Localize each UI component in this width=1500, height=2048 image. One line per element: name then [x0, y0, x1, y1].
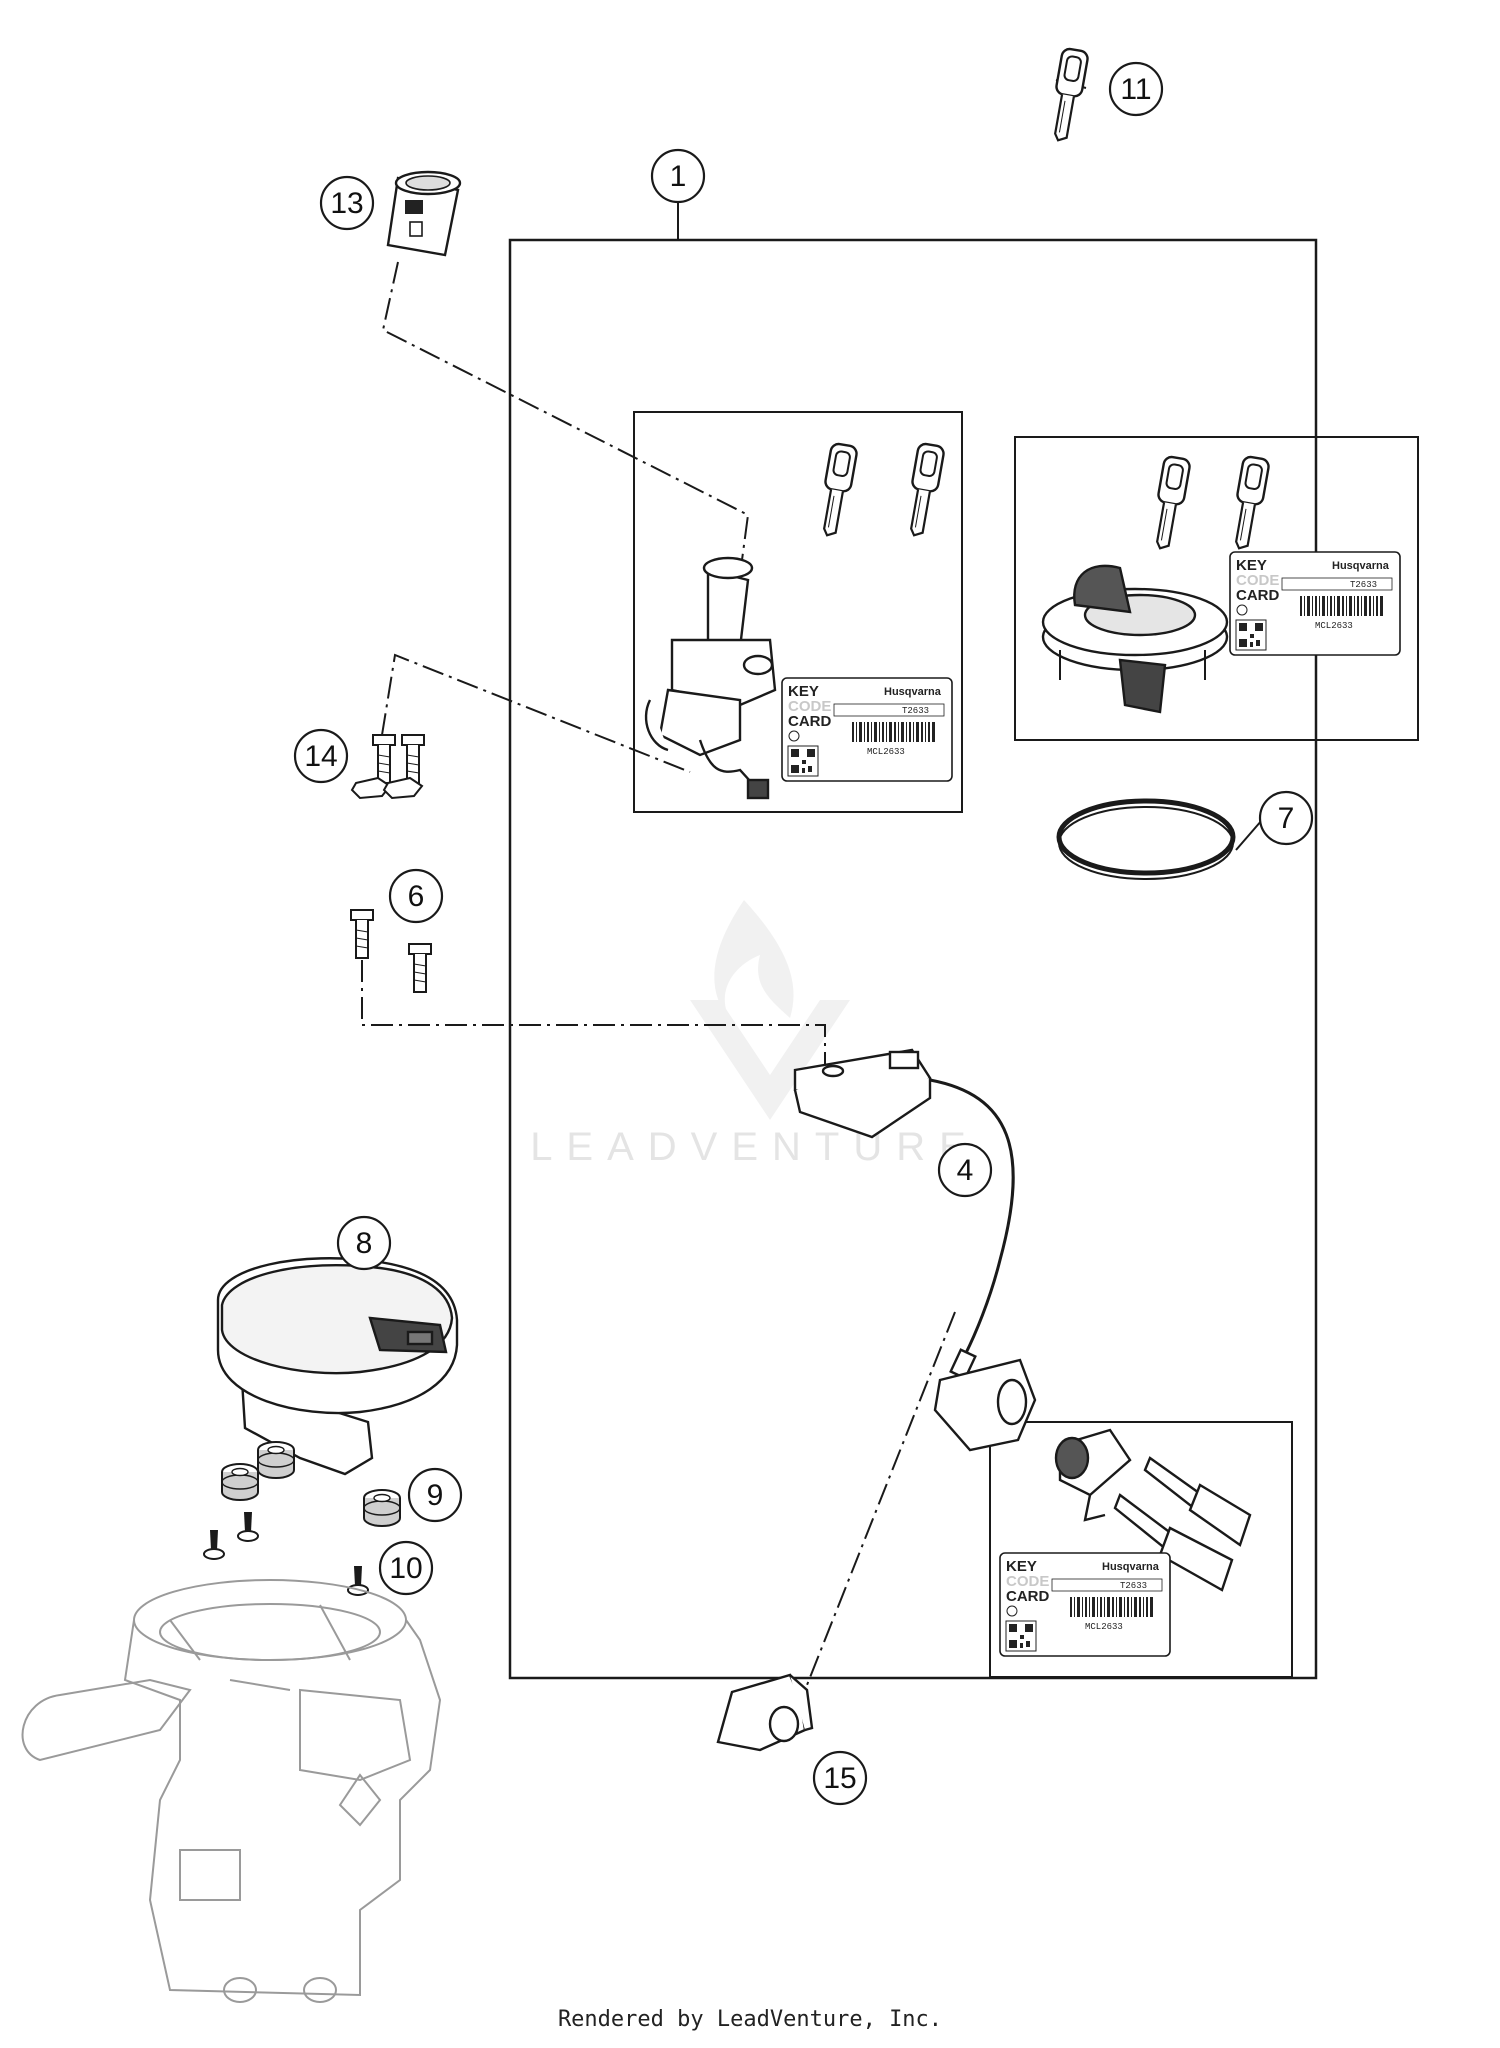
- ignition-lock-icon: [644, 556, 777, 800]
- callout-label: 11: [1120, 73, 1151, 106]
- callout-10: 10: [378, 1540, 434, 1596]
- callout-label: 15: [823, 1762, 856, 1795]
- seal-ring-icon: [1056, 798, 1236, 880]
- callout-label: 14: [304, 740, 337, 773]
- fuel-cap-icon: [1041, 564, 1229, 714]
- callout-13: 13: [319, 175, 375, 231]
- card-code-text: CODE: [1006, 1573, 1049, 1590]
- instrument-bracket-ghost: [21, 1579, 442, 2003]
- card-card-text: CARD: [788, 713, 831, 730]
- callout-label: 8: [356, 1227, 373, 1260]
- leader-7: [1235, 819, 1263, 851]
- watermark: LEADVENTURE: [530, 900, 980, 1169]
- card-code-text: CODE: [788, 698, 831, 715]
- render-credit: Rendered by LeadVenture, Inc.: [557, 2007, 943, 2032]
- seat-lock-cylinder-icon: [1054, 1428, 1132, 1522]
- key-icon: [902, 441, 947, 540]
- card-code-value: T2633: [902, 706, 929, 716]
- grommet-icon: [257, 1441, 295, 1479]
- callout-7: 7: [1258, 790, 1314, 846]
- card-key-text: KEY: [1006, 1558, 1037, 1575]
- callout-label: 7: [1278, 802, 1295, 835]
- assembly-frame: [508, 238, 1318, 1680]
- card-code-value: T2633: [1120, 1581, 1147, 1591]
- bolt-icon: [350, 909, 374, 959]
- callout-15: 15: [812, 1750, 868, 1806]
- key-icon: [1046, 46, 1091, 145]
- callout-label: 13: [330, 187, 363, 220]
- connector-13: [381, 261, 750, 561]
- flame-logo: [690, 900, 850, 1120]
- callout-4: 4: [937, 1142, 993, 1198]
- callout-9: 9: [407, 1467, 463, 1523]
- card-serial: MCL2633: [1315, 621, 1353, 631]
- connector-6: [361, 960, 826, 1072]
- bolt-icon: [401, 734, 425, 784]
- bolt-icon: [372, 734, 396, 784]
- callout-label: 10: [389, 1552, 422, 1585]
- callout-6: 6: [388, 868, 444, 924]
- connector-15: [804, 1311, 956, 1691]
- key-icon: [815, 441, 860, 540]
- callout-8: 8: [336, 1215, 392, 1271]
- key-code-card: KEY CODE CARD Husqvarna T2633 MCL2633: [999, 1552, 1171, 1657]
- connector-14: [381, 653, 691, 773]
- callout-label: 9: [427, 1479, 444, 1512]
- card-key-text: KEY: [788, 683, 819, 700]
- fuel-cap-box: [1014, 436, 1419, 741]
- lock-bracket-icon: [716, 1673, 814, 1752]
- card-brand-text: Husqvarna: [884, 686, 942, 698]
- connection-lines: [361, 261, 956, 1691]
- callout-label: 6: [408, 880, 425, 913]
- seat-lock-actuator-icon: [793, 1048, 1037, 1452]
- key-code-card: KEY CODE CARD Husqvarna T2633 MCL2633: [781, 677, 953, 782]
- seat-lock-key-icon: [1113, 1456, 1252, 1592]
- screw-icon: [203, 1529, 225, 1560]
- callout-label: 1: [670, 160, 687, 193]
- grommet-icon: [221, 1463, 259, 1501]
- grommet-icon: [363, 1489, 401, 1527]
- callout-14: 14: [293, 728, 349, 784]
- nut-icon: [350, 776, 424, 800]
- card-card-text: CARD: [1006, 1588, 1049, 1605]
- key-code-card: KEY CODE CARD Husqvarna T2633 MCL2633: [1229, 551, 1401, 656]
- watermark-text: LEADVENTURE: [530, 1125, 980, 1169]
- card-key-text: KEY: [1236, 557, 1267, 574]
- card-brand-text: Husqvarna: [1102, 1561, 1160, 1573]
- card-card-text: CARD: [1236, 587, 1279, 604]
- card-code-text: CODE: [1236, 572, 1279, 589]
- callout-label: 4: [957, 1154, 974, 1187]
- bolt-icon: [408, 943, 432, 993]
- ignition-lock-box: [633, 411, 963, 813]
- key-icon: [1227, 454, 1272, 553]
- card-serial: MCL2633: [1085, 1622, 1123, 1632]
- callout-11: 11: [1108, 61, 1164, 117]
- card-code-value: T2633: [1350, 580, 1377, 590]
- card-brand-text: Husqvarna: [1332, 560, 1390, 572]
- lock-cylinder-icon: [386, 170, 462, 257]
- key-icon: [1148, 454, 1193, 553]
- screw-icon: [237, 1511, 259, 1542]
- card-serial: MCL2633: [867, 747, 905, 757]
- callout-1: 1: [650, 148, 706, 204]
- instrument-display-icon: [216, 1257, 459, 1476]
